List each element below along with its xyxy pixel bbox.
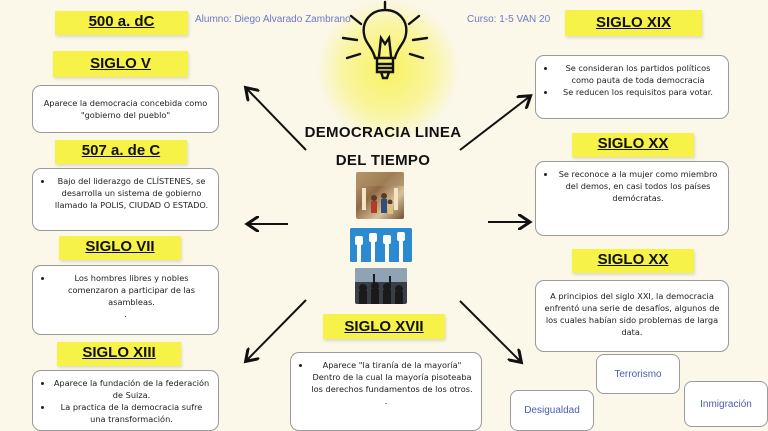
text-siglo-v: Aparece la democracia concebida como "go… [43,98,208,120]
card-siglo-xx-b: A principios del siglo XXI, la democraci… [535,280,729,352]
bulb-glow [318,0,458,140]
text-siglo-vii: Los hombres libres y nobles comenzaron a… [53,272,210,308]
text-507: Bajo del liderazgo de CLÍSTENES, se desa… [53,175,210,211]
text-siglo-xx-a: Se reconoce a la mujer como miembro del … [556,168,720,204]
label-siglo-vii: SIGLO VII [59,236,181,260]
card-siglo-v: Aparece la democracia concebida como "go… [32,85,219,133]
text-siglo-xix-2: Se reducen los requisitos para votar. [556,86,720,98]
arrow-icon [459,97,529,151]
label-500-adc: 500 a. dC [55,11,188,35]
card-siglo-vii: Los hombres libres y nobles comenzaron a… [32,265,219,335]
label-siglo-xvii: SIGLO XVII [323,314,445,339]
text-siglo-vii-dot: . [124,309,127,319]
arrow-icon [247,299,307,360]
card-siglo-xx-a: Se reconoce a la mujer como miembro del … [535,161,729,236]
tag-inmigracion: Inmigración [684,381,768,427]
card-siglo-xiii: Aparece la fundación de la federación de… [32,370,219,431]
tag-desigualdad: Desigualdad [510,390,594,431]
text-siglo-xvii-dot: . [384,396,388,406]
text-siglo-xix-1: Se consideran los partidos políticos com… [556,62,720,86]
arrow-icon [247,89,307,151]
label-siglo-v: SIGLO V [53,51,188,77]
lightbulb-icon [341,0,429,80]
protest-crowd-image [355,268,407,304]
label-siglo-xx-b: SIGLO XX [572,249,694,273]
card-507: Bajo del liderazgo de CLÍSTENES, se desa… [32,168,219,231]
text-siglo-xvii: Aparece "la tiranía de la mayoría" Dentr… [311,359,473,395]
text-siglo-xiii-1: Aparece la fundación de la federación de… [53,377,210,401]
raised-fists-image [350,228,412,262]
label-siglo-xiii: SIGLO XIII [57,342,181,366]
text-siglo-xx-b: A principios del siglo XXI, la democraci… [544,291,720,337]
course-label: Curso: 1-5 VAN 20 [467,14,551,25]
label-siglo-xix: SIGLO XIX [565,10,702,36]
title-line-1: DEMOCRACIA LINEA [304,124,462,141]
label-507: 507 a. de C [55,140,187,164]
tag-terrorismo: Terrorismo [596,354,680,394]
arrow-icon [459,300,520,361]
card-siglo-xix: Se consideran los partidos políticos com… [535,55,729,119]
title-line-2: DEL TIEMPO [335,152,431,169]
student-name: Alumno: Diego Alvarado Zambrano [195,14,351,25]
label-siglo-xx-a: SIGLO XX [572,133,694,157]
card-siglo-xvii: Aparece "la tiranía de la mayoría" Dentr… [290,352,482,431]
text-siglo-xiii-2: La practica de la democracia sufre una t… [53,401,210,425]
painting-image [356,172,404,219]
